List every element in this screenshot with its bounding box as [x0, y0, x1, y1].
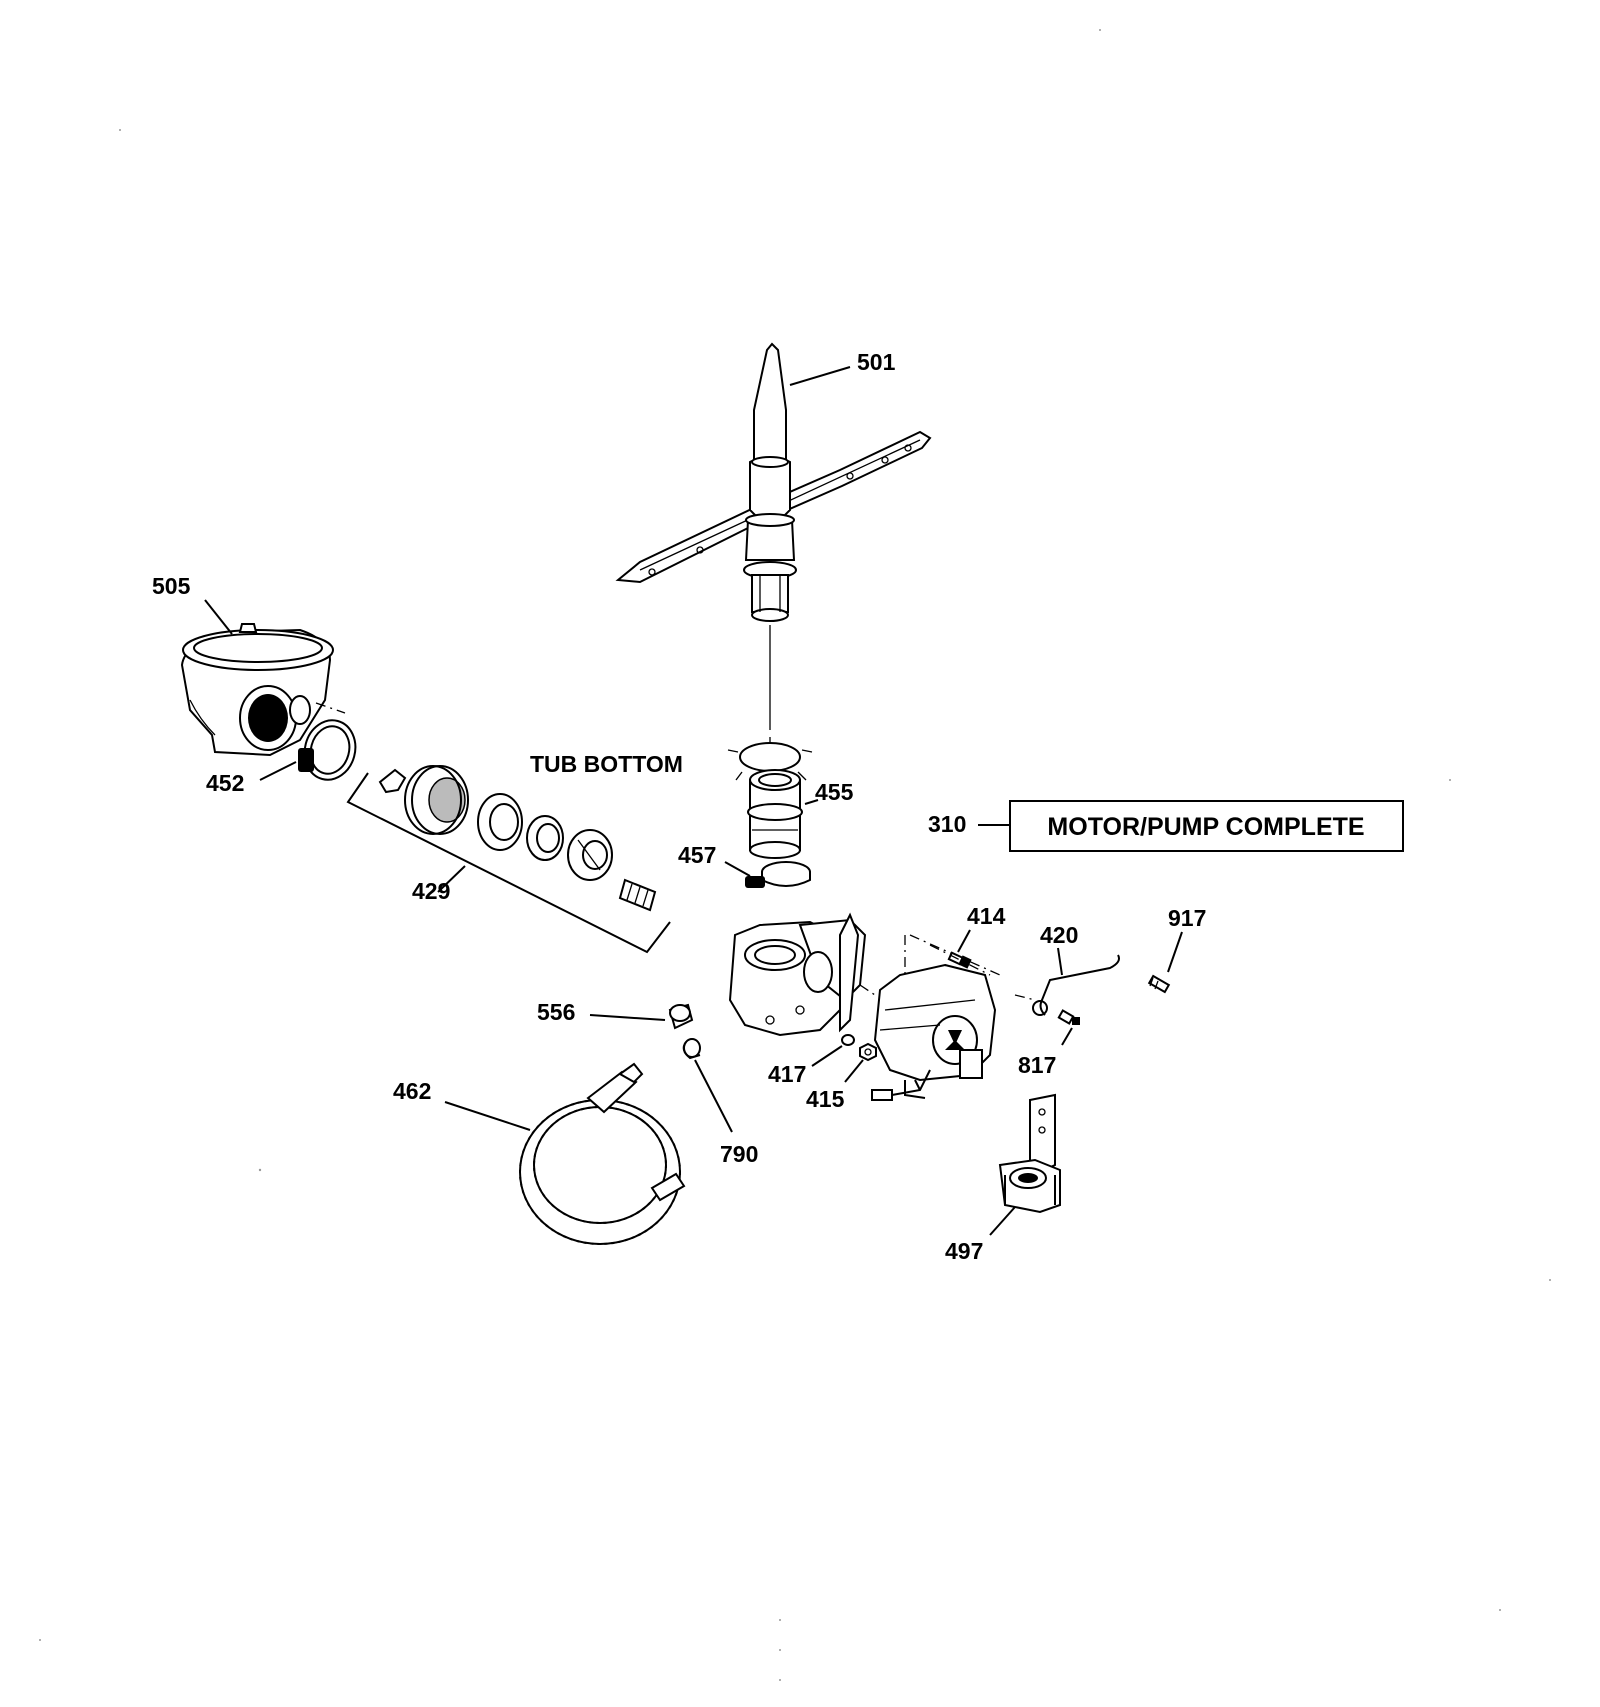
leader-556	[589, 1014, 666, 1021]
coupling-455	[747, 769, 803, 859]
leader-415	[844, 1059, 864, 1083]
screw-414	[929, 944, 991, 976]
clamp-457	[745, 861, 811, 888]
leader-817	[1061, 1027, 1073, 1046]
hose-462	[519, 1062, 686, 1245]
motor-pump-complete-label: MOTOR/PUMP COMPLETE	[1047, 813, 1364, 841]
part-number-420: 420	[1040, 922, 1078, 948]
part-number-452: 452	[206, 770, 244, 796]
leader-917	[1167, 931, 1183, 973]
clamp-790	[682, 1038, 701, 1060]
filter-kit-429	[346, 765, 671, 954]
clamp-452	[298, 702, 357, 781]
leader-505	[204, 599, 233, 635]
screw-917	[1147, 974, 1171, 994]
part-number-429: 429	[412, 878, 450, 904]
rod-420	[1014, 954, 1120, 1016]
motor-pump-complete-box	[1009, 800, 1404, 852]
part-number-414: 414	[967, 903, 1006, 929]
nut-415	[859, 1042, 877, 1062]
sump-505	[180, 623, 334, 757]
tub-bottom-label: TUB BOTTOM	[530, 751, 683, 777]
bracket-497	[998, 1093, 1061, 1214]
part-number-790: 790	[720, 1141, 758, 1167]
leader-497	[989, 1206, 1016, 1236]
plug-556	[668, 1003, 694, 1030]
part-number-556: 556	[537, 999, 575, 1025]
part-number-917: 917	[1168, 905, 1206, 931]
leader-417	[811, 1045, 843, 1067]
part-number-417: 417	[768, 1061, 806, 1087]
leader-457	[724, 861, 751, 877]
leader-501	[789, 366, 851, 386]
part-number-310: 310	[928, 811, 966, 837]
pump-housing	[728, 912, 876, 1037]
leader-790	[694, 1059, 733, 1133]
part-number-501: 501	[857, 349, 896, 375]
part-number-457: 457	[678, 842, 716, 868]
leader-420	[1057, 947, 1063, 976]
scan-speckles	[39, 29, 1551, 1681]
leader-462	[444, 1101, 531, 1131]
part-number-455: 455	[815, 779, 854, 805]
leader-414	[957, 929, 971, 953]
part-number-505: 505	[152, 573, 191, 599]
part-number-462: 462	[393, 1078, 431, 1104]
part-number-817: 817	[1018, 1052, 1056, 1078]
screw-817	[1057, 1009, 1080, 1025]
spray-arm-assembly	[615, 342, 932, 730]
leader-452	[259, 761, 297, 781]
part-number-415: 415	[806, 1086, 845, 1112]
leader-429	[437, 865, 466, 893]
motor	[871, 934, 1001, 1101]
washer-417	[841, 1034, 855, 1046]
leader-455	[804, 799, 819, 805]
part-number-497: 497	[945, 1238, 983, 1264]
